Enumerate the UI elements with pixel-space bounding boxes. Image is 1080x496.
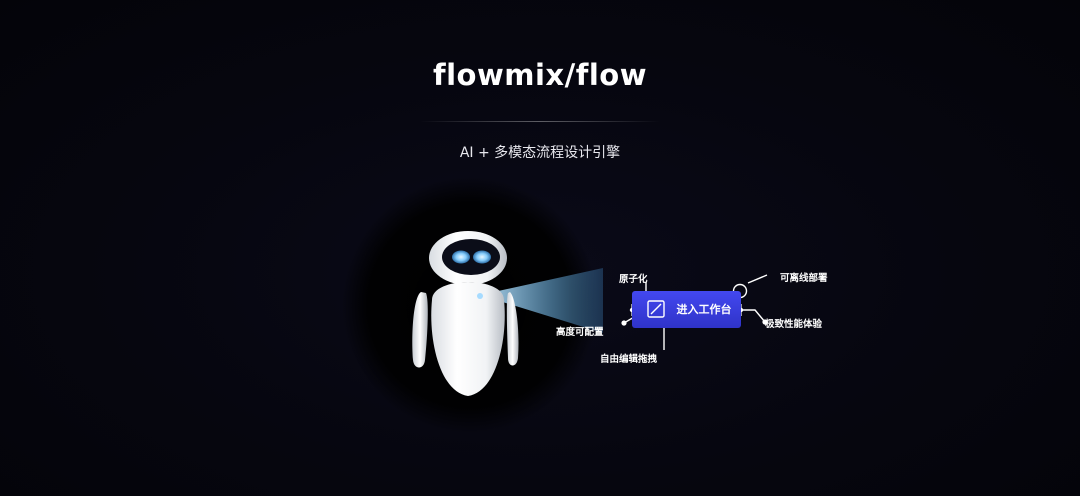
feature-atomic: 原子化 [619, 274, 648, 285]
title-divider [420, 121, 660, 122]
page-title: flowmix/flow [433, 58, 647, 92]
feature-performance: 极致性能体验 [765, 319, 823, 330]
feature-offline-deploy: 可离线部署 [780, 273, 828, 284]
edit-icon [647, 300, 665, 318]
robot-illustration [412, 231, 519, 396]
scan-beam [480, 268, 603, 333]
page-subtitle: AI + 多模态流程设计引擎 [459, 145, 621, 161]
feature-drag-edit: 自由编辑拖拽 [600, 354, 658, 365]
feature-configurable: 高度可配置 [556, 327, 604, 338]
cta-button-bg [632, 291, 741, 328]
enter-workspace-button[interactable]: 进入工作台 [676, 303, 732, 316]
